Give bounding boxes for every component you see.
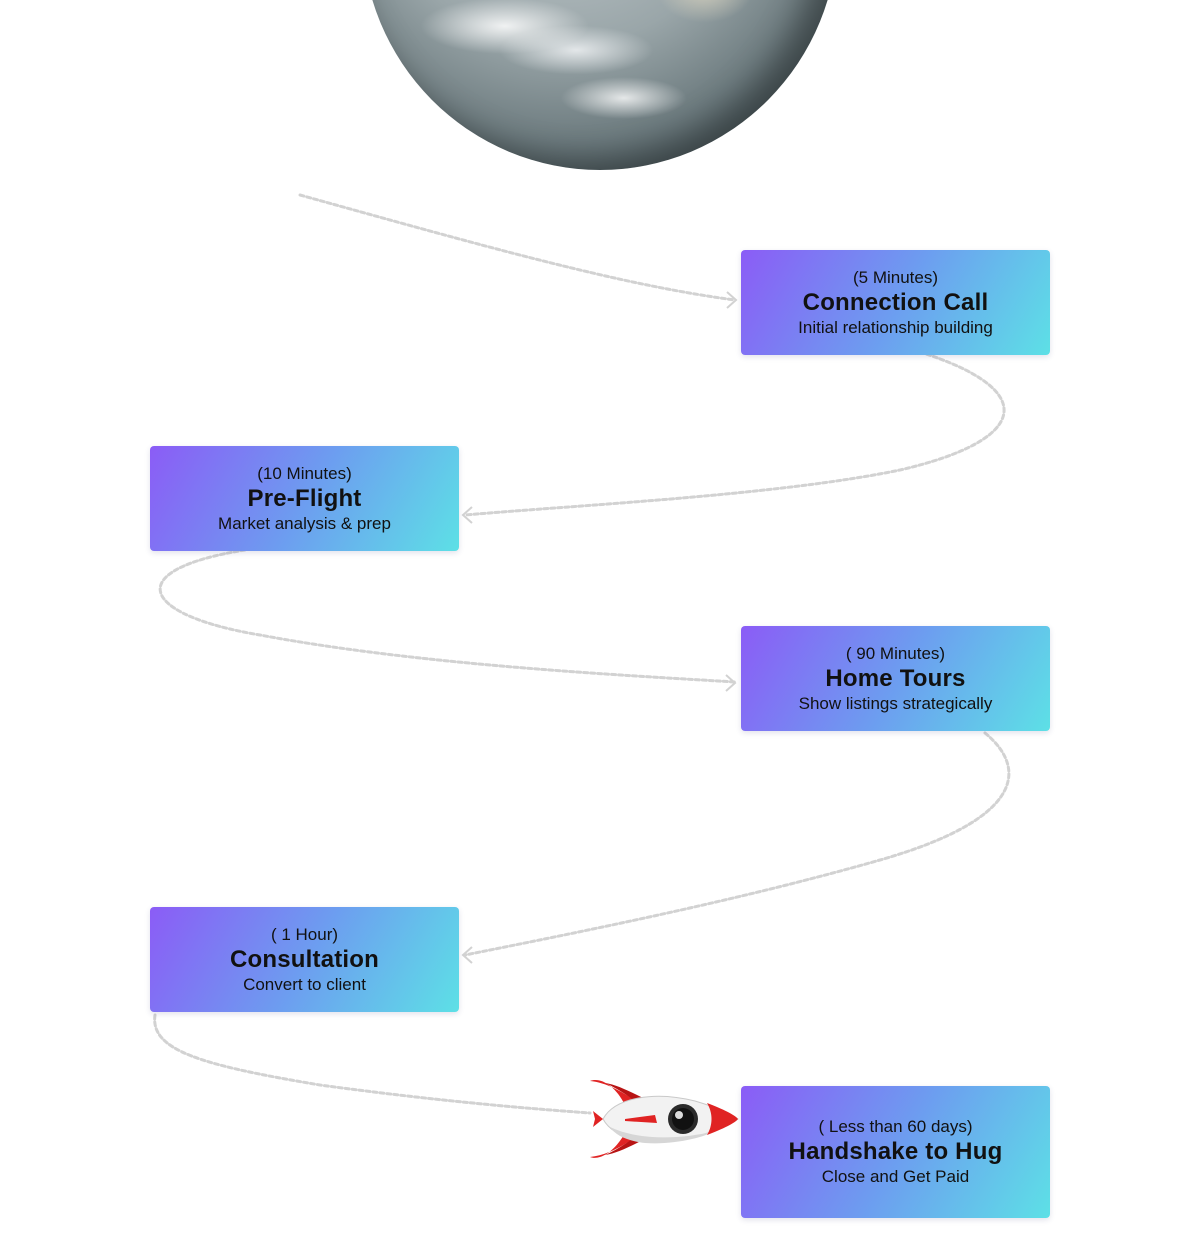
step-duration: ( 90 Minutes) xyxy=(845,643,946,663)
dotted-path-arrow-icon xyxy=(726,291,738,309)
step-title: Consultation xyxy=(229,945,380,973)
step-card-pre-flight: (10 Minutes) Pre-Flight Market analysis … xyxy=(150,446,459,551)
dotted-path-arrow-icon xyxy=(461,946,473,964)
step-title: Handshake to Hug xyxy=(788,1138,1003,1165)
rocket-icon xyxy=(590,1080,739,1158)
step-title: Home Tours xyxy=(825,664,966,692)
step-description: Initial relationship building xyxy=(798,317,993,337)
path-segment-2 xyxy=(463,350,1006,517)
step-duration: (5 Minutes) xyxy=(852,267,939,287)
step-card-connection-call: (5 Minutes) Connection Call Initial rela… xyxy=(741,250,1050,355)
step-description: Close and Get Paid xyxy=(821,1167,970,1186)
path-segment-3 xyxy=(158,548,737,684)
step-description: Show listings strategically xyxy=(798,693,993,713)
dotted-path-arrow-icon xyxy=(461,506,473,524)
step-title: Pre-Flight xyxy=(247,484,362,512)
path-segment-5 xyxy=(153,1013,592,1115)
step-duration: (10 Minutes) xyxy=(257,463,352,483)
path-segment-1 xyxy=(298,193,737,302)
path-segment-4 xyxy=(463,731,1011,957)
step-card-home-tours: ( 90 Minutes) Home Tours Show listings s… xyxy=(741,626,1050,731)
step-description: Market analysis & prep xyxy=(218,513,391,533)
step-title: Connection Call xyxy=(802,288,989,316)
dotted-path-arrow-icon xyxy=(725,674,737,692)
step-card-consultation: ( 1 Hour) Consultation Convert to client xyxy=(150,907,459,1012)
step-duration: ( 1 Hour) xyxy=(270,924,339,944)
step-duration: ( Less than 60 days) xyxy=(818,1117,973,1136)
step-description: Convert to client xyxy=(243,974,366,994)
step-card-handshake-to-hug: ( Less than 60 days) Handshake to Hug Cl… xyxy=(741,1086,1050,1218)
